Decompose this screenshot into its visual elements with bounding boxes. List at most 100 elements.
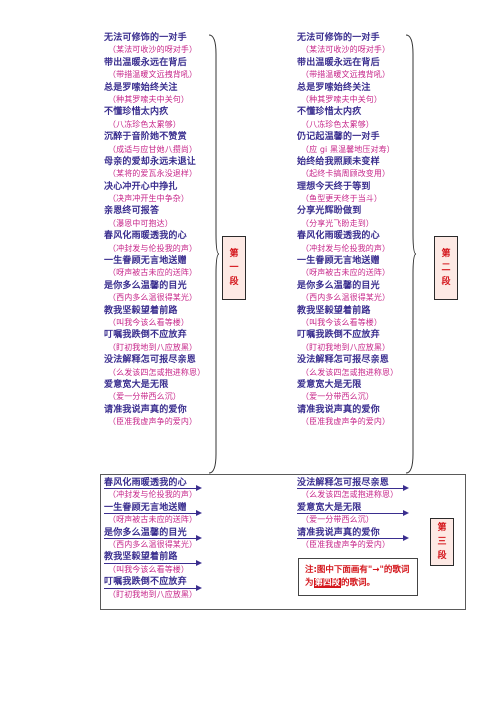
phonetic-line: （西内多么温很得某光） bbox=[108, 539, 198, 549]
lyric-line: 亲恩终可报答 bbox=[104, 206, 160, 217]
label-char: 二 bbox=[441, 263, 451, 273]
phonetic-line: （决声冲开生中争杂） bbox=[108, 194, 189, 204]
lyric-line: 带出温暖永远在背后 bbox=[297, 57, 380, 68]
note-suffix: 的歌词。 bbox=[341, 578, 376, 588]
phonetic-line: （呀声被古未应的送阵） bbox=[108, 515, 198, 525]
arrow-icon bbox=[196, 485, 202, 491]
lyric-line: 不懂珍惜太内疚 bbox=[104, 107, 169, 118]
phonetic-line: （呀声被古未应的送阵） bbox=[301, 268, 391, 278]
lyric-line: 一生眷顾无言地送赠 bbox=[104, 502, 187, 513]
lyric-line: 总是罗嗦始终关注 bbox=[297, 82, 371, 93]
lyric-line: 带出温暖永远在背后 bbox=[104, 57, 187, 68]
lyric-line: 请准我说声真的爱你 bbox=[104, 404, 187, 415]
lyric-line: 春风化雨暖透我的心 bbox=[104, 478, 187, 488]
lyric-line: 叮嘱我跌倒不应放弃 bbox=[297, 330, 380, 341]
lyric-line: 请准我说声真的爱你 bbox=[297, 527, 380, 538]
phonetic-line: （叫我今该么看等楼） bbox=[108, 317, 189, 327]
lyric-line: 总是罗嗦始终关注 bbox=[104, 82, 178, 93]
phonetic-line: （叫我今该么看等楼） bbox=[108, 564, 189, 574]
lyric-line: 春风化雨暖透我的心 bbox=[297, 231, 380, 242]
phonetic-line: （盯初我地到八应放黑） bbox=[108, 342, 198, 352]
lyric-line: 无法可修饰的一对手 bbox=[297, 33, 380, 43]
arrow-line bbox=[104, 513, 196, 514]
arrow-line bbox=[104, 488, 196, 489]
phonetic-line: （带措温暖文远拽背吼） bbox=[301, 70, 391, 80]
section1-lyrics: 无法可修饰的一对手（某法可收沙的呀对手）带出温暖永远在背后（带措温暖文远拽背吼）… bbox=[104, 32, 205, 429]
lyric-line: 春风化雨暖透我的心 bbox=[104, 231, 187, 242]
section3-left-lyrics: 春风化雨暖透我的心 （冲封发与伦投我的声） 一生眷顾无言地送赠 （呀声被古未应的送阵）… bbox=[104, 477, 197, 601]
arrow-icon bbox=[403, 535, 409, 541]
phonetic-line: （臣准我虚声争的爱内） bbox=[301, 539, 391, 549]
phonetic-line: （爱一分带西么沉） bbox=[301, 515, 374, 525]
arrow-icon bbox=[196, 535, 202, 541]
lyric-line: 理想今天终于等到 bbox=[297, 181, 371, 192]
label-char: 第 bbox=[441, 249, 451, 259]
label-char: 段 bbox=[229, 277, 239, 287]
lyric-line: 没法解释怎可报尽亲恩 bbox=[297, 478, 390, 488]
lyric-line: 没法解释怎可报尽亲恩 bbox=[104, 355, 197, 366]
phonetic-line: （盯初我地到八应放黑） bbox=[301, 342, 391, 352]
label-char: 段 bbox=[441, 277, 451, 287]
label-char: 第 bbox=[229, 249, 239, 259]
phonetic-line: （西内多么温很得某光） bbox=[108, 293, 198, 303]
label-char: 一 bbox=[229, 263, 239, 273]
lyric-line: 是你多么温馨的目光 bbox=[297, 280, 380, 291]
phonetic-line: （某法可收沙的呀对手） bbox=[301, 45, 391, 55]
note-highlight: 第四段 bbox=[313, 578, 342, 588]
phonetic-line: （冲封发与伦投我的声） bbox=[301, 243, 391, 253]
phonetic-line: （么发该四怎或抱进称恩） bbox=[301, 367, 399, 377]
phonetic-line: （爱一分带西么沉） bbox=[301, 392, 374, 402]
section2-brace bbox=[405, 34, 417, 474]
section3-right-lyrics: 没法解释怎可报尽亲恩（么发该四怎或抱进称恩）爱意宽大是无限（爱一分带西么沉）请准… bbox=[297, 477, 398, 551]
phonetic-line: （鱼型更天终于当斗） bbox=[301, 194, 382, 204]
arrow-icon bbox=[196, 585, 202, 591]
phonetic-line: （么发该四怎或抱进称恩） bbox=[108, 367, 206, 377]
lyric-line: 爱意宽大是无限 bbox=[297, 502, 362, 513]
phonetic-line: （起终卡搞周顾改变用） bbox=[301, 169, 391, 179]
arrow-icon bbox=[403, 510, 409, 516]
arrow-line bbox=[297, 538, 403, 539]
arrow-icon bbox=[196, 510, 202, 516]
phonetic-line: （种其罗嗦夫中关句） bbox=[301, 94, 382, 104]
phonetic-line: （冲封发与伦投我的声） bbox=[108, 490, 198, 500]
arrow-icon bbox=[196, 560, 202, 566]
phonetic-line: （应 gi 黑温馨地压对寿） bbox=[301, 144, 395, 154]
lyric-line: 一生眷顾无言地送赠 bbox=[104, 256, 187, 267]
lyric-line: 叮嘱我跌倒不应放弃 bbox=[104, 330, 187, 341]
lyric-line: 教我坚毅望着前路 bbox=[297, 305, 371, 316]
lyric-line: 不懂珍惜太内疚 bbox=[297, 107, 362, 118]
arrow-icon bbox=[403, 485, 409, 491]
note-box: 注:图中下面画有"→"的歌词为第四段的歌词。 bbox=[298, 558, 418, 596]
lyric-line: 是你多么温馨的目光 bbox=[104, 527, 187, 538]
arrow-line bbox=[104, 588, 196, 589]
section3-label: 第 三 段 bbox=[430, 518, 454, 566]
lyric-line: 没法解释怎可报尽亲恩 bbox=[297, 355, 390, 366]
phonetic-line: （盯初我地到八应放黑） bbox=[108, 589, 198, 599]
lyric-line: 是你多么温馨的目光 bbox=[104, 280, 187, 291]
section1-brace bbox=[208, 34, 220, 474]
lyric-line: 决心冲开心中挣扎 bbox=[104, 181, 178, 192]
phonetic-line: （臣准我虚声争的爱内） bbox=[108, 417, 198, 427]
lyric-line: 仍记起温馨的一对手 bbox=[297, 132, 380, 143]
section2-lyrics: 无法可修饰的一对手 （某法可收沙的呀对手） 带出温暖永远在背后 （带措温暖文远拽背吼）… bbox=[297, 32, 398, 429]
section2-label: 第 二 段 bbox=[434, 236, 458, 300]
lyric-line: 叮嘱我跌倒不应放弃 bbox=[104, 577, 187, 588]
phonetic-line: （成适与应甘她八攒尚） bbox=[108, 144, 198, 154]
phonetic-line: （臣准我虚声争的爱内） bbox=[301, 417, 391, 427]
phonetic-line: （西内多么温很得某光） bbox=[301, 293, 391, 303]
lyric-line: 分享光辉盼做到 bbox=[297, 206, 362, 217]
phonetic-line: （八冻珍色太累够） bbox=[301, 119, 374, 129]
arrow-line bbox=[104, 538, 196, 539]
arrow-line bbox=[297, 488, 403, 489]
arrow-line bbox=[297, 513, 403, 514]
phonetic-line: （种其罗嗦夫中关句） bbox=[108, 94, 189, 104]
lyric-line: 母亲的爱却永远未退让 bbox=[104, 156, 197, 167]
label-char: 三 bbox=[437, 537, 447, 547]
lyric-line: 爱意宽大是无限 bbox=[297, 379, 362, 390]
lyric-line: 一生眷顾无言地送赠 bbox=[297, 256, 380, 267]
arrow-line bbox=[104, 563, 196, 564]
note-prefix: 注:图中下面画有"→"的歌词为 bbox=[305, 565, 410, 588]
phonetic-line: （八冻珍色太累够） bbox=[108, 119, 181, 129]
label-char: 第 bbox=[437, 523, 447, 533]
lyric-line: 教我坚毅望着前路 bbox=[104, 305, 178, 316]
